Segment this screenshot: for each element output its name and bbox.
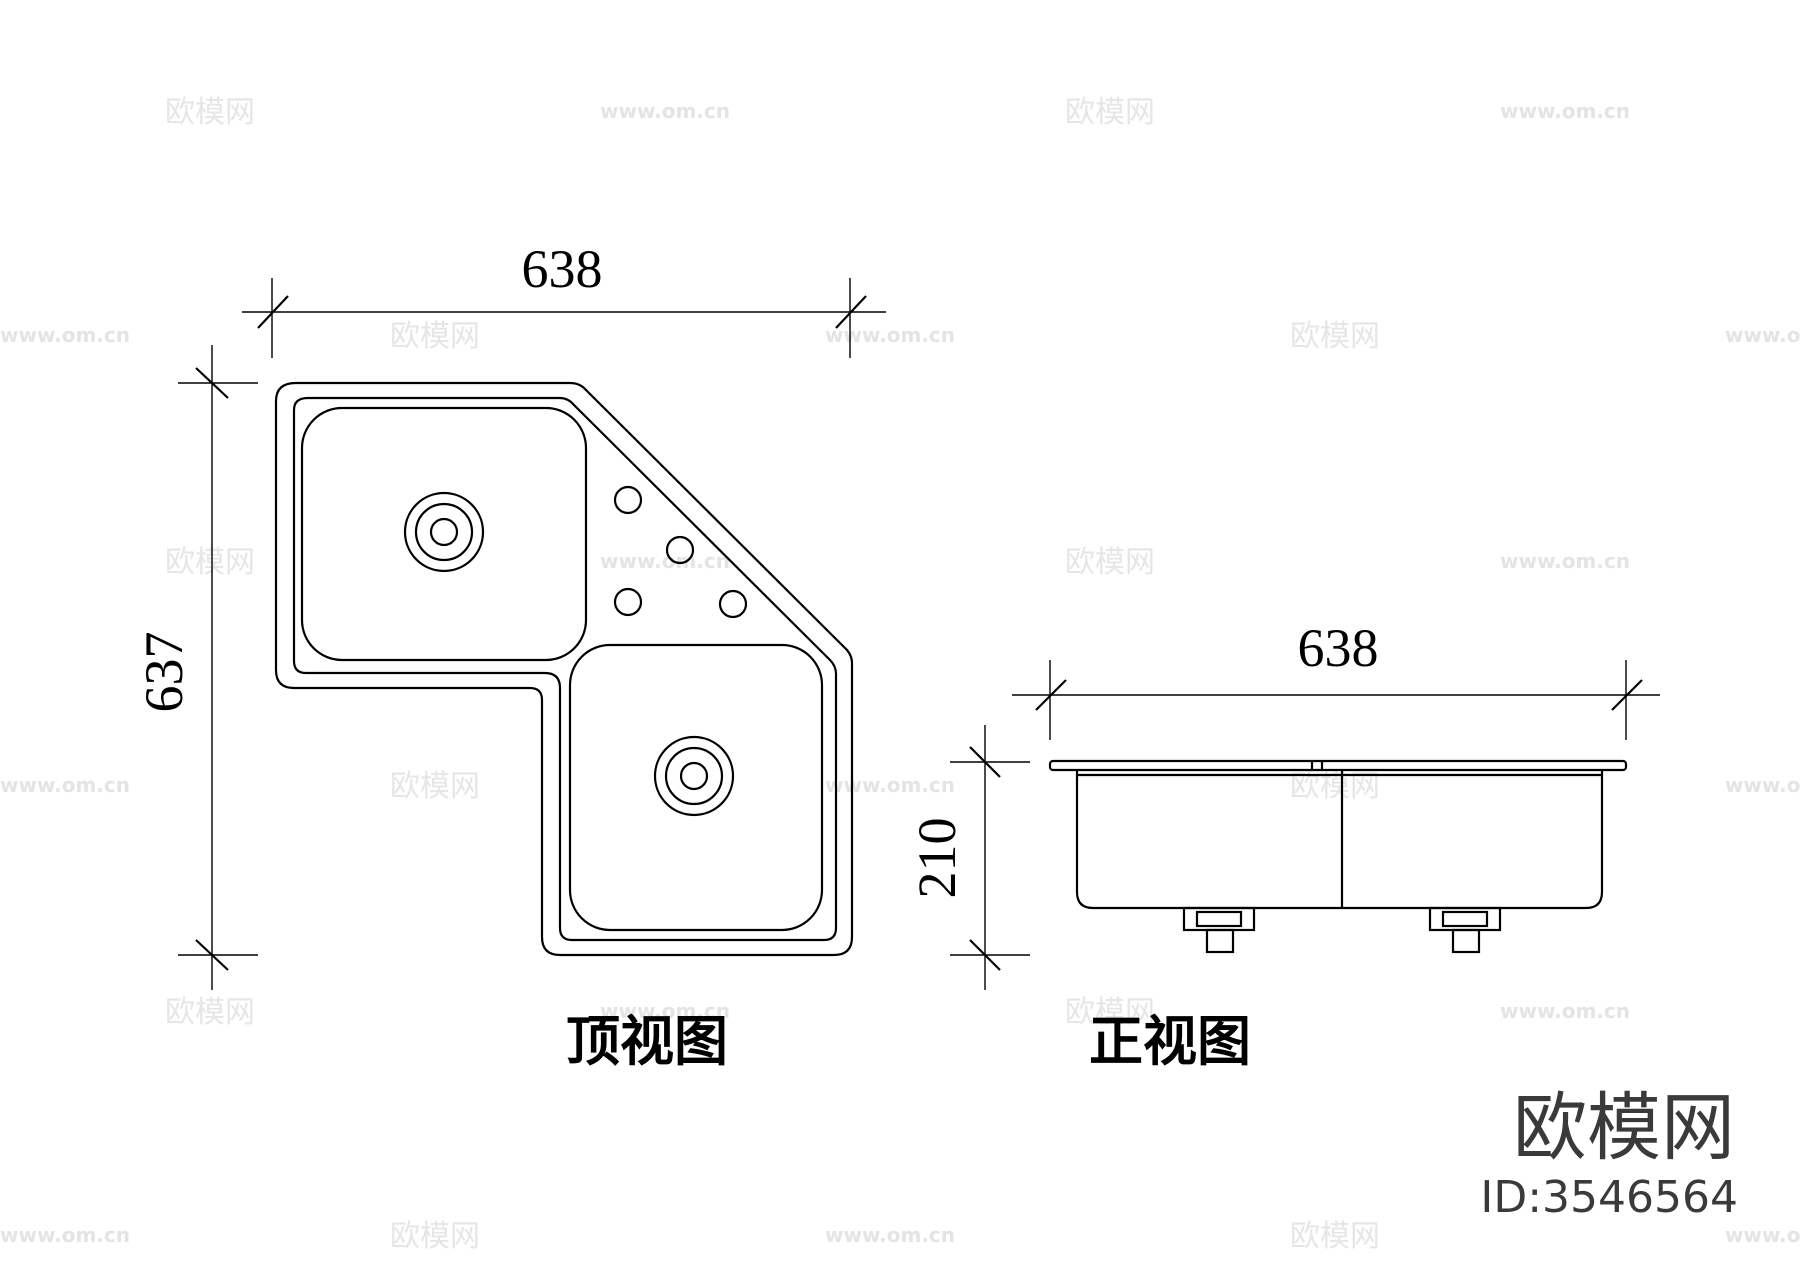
- watermark-url: www.om.cn: [1725, 773, 1800, 797]
- watermark-url: www.om.cn: [1725, 323, 1800, 347]
- front-view-width-label: 638: [1298, 618, 1379, 678]
- drain-fitting-right: [1428, 906, 1502, 954]
- watermark-url: www.om.cn: [825, 773, 955, 797]
- top-view-depth-label: 637: [134, 632, 194, 713]
- watermark-brand: 欧模网: [165, 545, 255, 580]
- sink-bowl-lower-right: [568, 643, 824, 932]
- watermark-url: www.om.cn: [1725, 1223, 1800, 1247]
- watermark-url: www.om.cn: [825, 323, 955, 347]
- watermark-brand: 欧模网: [390, 319, 480, 354]
- brand-id: ID:3546564: [1480, 1172, 1738, 1223]
- watermark-brand: 欧模网: [1290, 319, 1380, 354]
- drain-upper-left: [403, 491, 485, 573]
- drain-fitting-left: [1182, 906, 1256, 954]
- sink-bowl-upper-left: [300, 406, 588, 662]
- watermark-brand: 欧模网: [1065, 995, 1155, 1030]
- watermark-url: www.om.cn: [600, 99, 730, 123]
- top-view-caption: 顶视图: [566, 1009, 728, 1073]
- faucet-hole: [613, 587, 643, 617]
- front-view: 638 210 正视图: [907, 618, 1660, 1073]
- top-view-depth-dimension: 637: [134, 345, 258, 990]
- front-view-width-dimension: 638: [1012, 618, 1660, 740]
- front-view-height-label: 210: [907, 818, 967, 899]
- front-view-height-dimension: 210: [907, 725, 1030, 990]
- watermark-brand: 欧模网: [1290, 1219, 1380, 1254]
- faucet-hole: [665, 535, 695, 565]
- watermark-url: www.om.cn: [825, 1223, 955, 1247]
- watermark-url: www.om.cn: [0, 1223, 130, 1247]
- top-view-width-label: 638: [522, 239, 603, 299]
- watermark-url: www.om.cn: [1500, 99, 1630, 123]
- sink-outer-rim: [274, 381, 854, 957]
- watermark-url: www.om.cn: [600, 549, 730, 573]
- watermark-brand: 欧模网: [165, 95, 255, 130]
- front-view-caption: 正视图: [1089, 1009, 1251, 1073]
- top-view-width-dimension: 638: [242, 239, 886, 358]
- sink-inner-rim: [292, 396, 838, 942]
- watermark-layer: 欧模网 www.om.cn 欧模网 www.om.cn www.om.cn 欧模…: [0, 95, 1800, 1254]
- faucet-hole: [613, 485, 643, 515]
- watermark-brand: 欧模网: [1065, 545, 1155, 580]
- brand-block: 欧模网 ID:3546564: [1480, 1085, 1738, 1223]
- watermark-brand: 欧模网: [390, 1219, 480, 1254]
- drain-lower-right: [653, 735, 735, 817]
- watermark-url: www.om.cn: [0, 323, 130, 347]
- watermark-url: www.om.cn: [1500, 999, 1630, 1023]
- watermark-brand: 欧模网: [1065, 95, 1155, 130]
- top-view: 638 637: [134, 239, 886, 1073]
- watermark-url: www.om.cn: [0, 773, 130, 797]
- sink-deck-flange: [1048, 759, 1628, 772]
- watermark-url: www.om.cn: [600, 999, 730, 1023]
- faucet-hole: [718, 589, 748, 619]
- watermark-url: www.om.cn: [1500, 549, 1630, 573]
- brand-name: 欧模网: [1513, 1085, 1735, 1171]
- watermark-brand: 欧模网: [165, 995, 255, 1030]
- sink-bowl-body: [1075, 770, 1604, 910]
- watermark-brand: 欧模网: [390, 769, 480, 804]
